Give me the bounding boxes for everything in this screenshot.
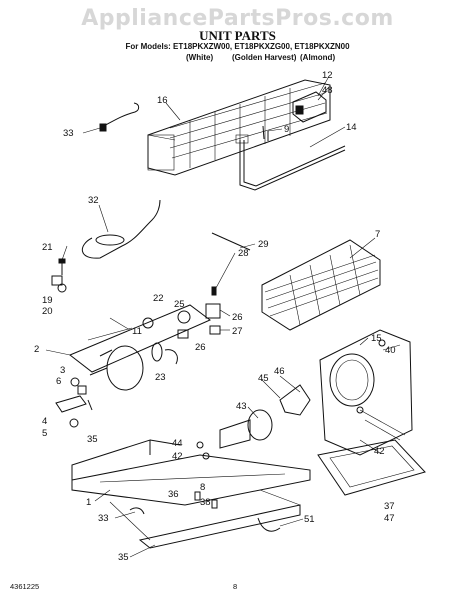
callout-9: 9 [284,124,289,135]
base-frame [71,439,311,549]
watermark: AppliancePartsPros.com [81,6,394,31]
condenser-coil [147,79,331,176]
evaporator-coil [261,239,381,331]
part-29-27-28 [205,286,221,335]
drain-pan [317,439,426,496]
footer-page: 8 [233,582,238,591]
callout-8: 8 [200,482,205,493]
callout-46: 46 [274,366,285,377]
part-24-tube [82,199,161,259]
fasteners [129,339,386,515]
callout-19: 19 [42,295,53,306]
part-51-tube [257,517,281,532]
page-title: UNIT PARTS [199,28,276,43]
callout-44: 44 [172,438,183,449]
part-19-20-grommet [51,275,67,293]
callout-4: 4 [42,416,47,427]
callout-25: 25 [174,299,185,310]
callout-40: 40 [385,345,396,356]
callout-15: 15 [371,333,382,344]
callout-35: 35 [118,552,129,563]
callout-36: 36 [168,489,179,500]
callout-31: 33 [98,513,109,524]
callout-42b: 42 [374,446,385,457]
callout-33: 33 [63,128,74,139]
compressor [89,342,178,391]
callout-22: 22 [153,293,164,304]
callout-7: 7 [375,229,380,240]
callout-42a: 42 [172,451,183,462]
fan-motor [219,384,311,449]
callout-27: 26 [232,312,243,323]
callout-38: 38 [200,497,211,508]
leader-lines [45,77,401,558]
part-9-clip [262,125,269,141]
callout-21: 21 [42,242,53,253]
part-21-screw [58,258,66,275]
footer-code: 4361225 [10,582,40,591]
callout-43: 43 [236,401,247,412]
part-3-6-hardware [55,377,93,428]
callout-12: 12 [322,70,333,81]
callout-6: 6 [56,376,61,387]
part-33-wire [99,102,140,132]
color-golden-harvest: (Golden Harvest) [232,53,297,62]
color-white: (White) [186,53,214,62]
callout-51: 51 [304,514,315,525]
callout-3: 3 [60,365,65,376]
callout-23: 23 [155,372,166,383]
color-almond: (Almond) [300,53,336,62]
callout-20: 20 [42,306,53,317]
callout-26: 26 [195,342,206,353]
compressor-base [69,304,211,373]
callout-30: 29 [258,239,269,250]
callout-16: 16 [157,95,168,106]
callout-14: 14 [346,122,357,133]
callout-37: 37 [384,501,395,512]
callout-5: 5 [42,428,47,439]
callout-11: 11 [132,326,142,337]
callout-labels: 33 16 12 48 9 14 32 21 29 7 28 19 20 22 … [34,70,396,563]
callout-47: 47 [384,513,395,524]
part-14-tube [235,134,346,191]
callout-1: 1 [86,497,91,508]
fan-shroud [319,329,413,456]
models-line: For Models: ET18PKXZW00, ET18PKXZG00, ET… [125,42,350,51]
callout-28: 27 [232,326,243,337]
callout-24: 32 [88,195,99,206]
callout-29: 28 [238,248,249,259]
callout-45: 45 [258,373,269,384]
callout-48: 48 [322,85,333,96]
callout-32: 35 [87,434,98,445]
part-48-block [292,91,327,123]
callout-2: 2 [34,344,39,355]
